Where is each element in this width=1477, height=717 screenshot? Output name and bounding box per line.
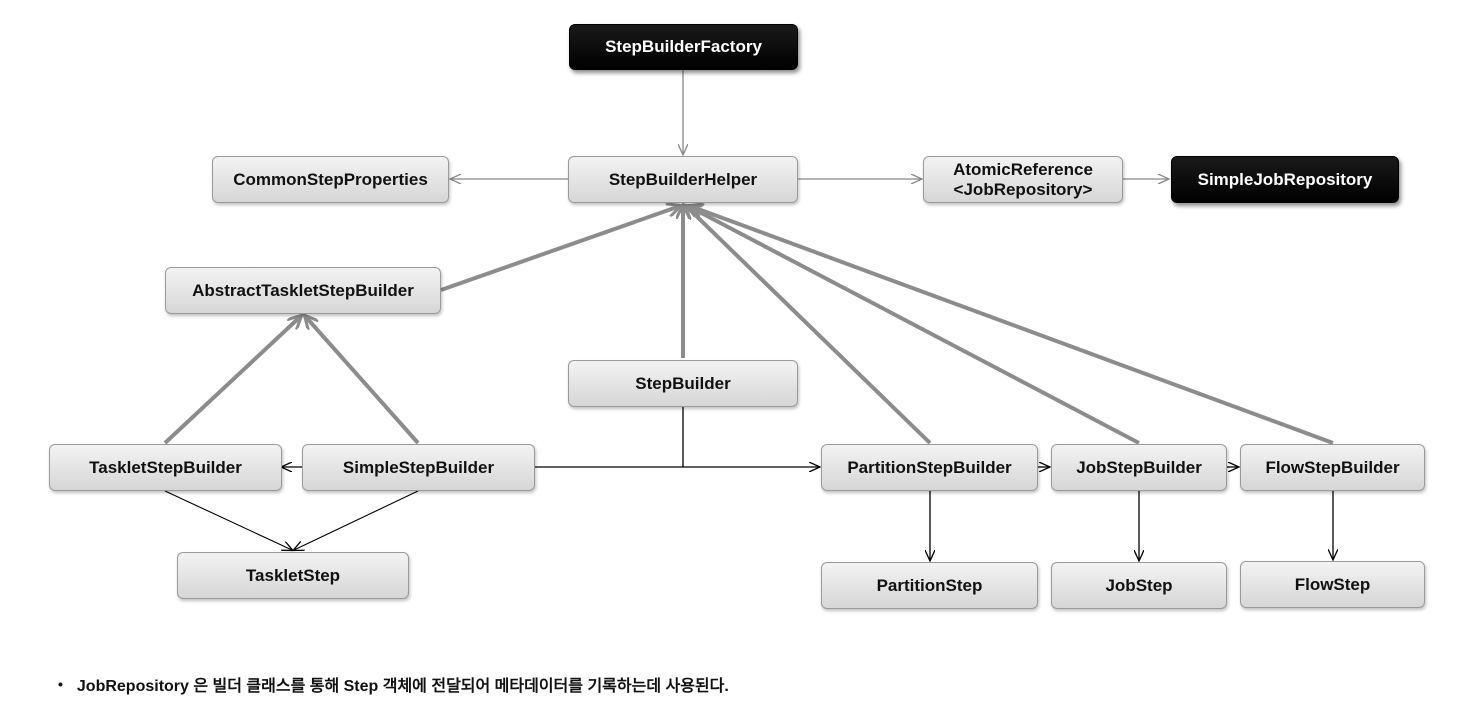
node-label: FlowStep — [1294, 574, 1371, 594]
node-label: AtomicReference <JobRepository> — [953, 159, 1093, 199]
node-job-step: JobStep — [1051, 562, 1227, 609]
edge-tasklet-builder-to-tasklet-step — [164, 490, 292, 550]
node-label: SimpleJobRepository — [1197, 169, 1373, 189]
node-simple-step-builder: SimpleStepBuilder — [302, 444, 535, 491]
node-common-step-properties: CommonStepProperties — [212, 156, 449, 203]
node-label: JobStepBuilder — [1076, 457, 1202, 477]
edge-flow-step-builder-to-helper — [690, 206, 1334, 445]
edge-abstract-tasklet-to-helper — [440, 206, 680, 292]
edge-tasklet-builder-to-abstract — [163, 316, 301, 445]
edge-step-builder-to-partition-builder — [682, 406, 819, 467]
node-label: TaskletStepBuilder — [89, 457, 242, 477]
edge-simple-builder-to-abstract — [305, 316, 420, 445]
node-label: StepBuilderHelper — [608, 169, 758, 189]
node-label: SimpleStepBuilder — [342, 457, 495, 477]
edge-partition-builder-to-helper — [686, 206, 932, 445]
footnote-text: JobRepository 은 빌더 클래스를 통해 Step 객체에 전달되어… — [76, 678, 729, 695]
node-step-builder-helper: StepBuilderHelper — [568, 156, 798, 203]
node-step-builder-factory: StepBuilderFactory — [569, 24, 798, 70]
node-label: TaskletStep — [245, 565, 341, 585]
node-label: PartitionStepBuilder — [847, 457, 1012, 477]
node-job-step-builder: JobStepBuilder — [1051, 444, 1227, 491]
node-step-builder: StepBuilder — [568, 360, 798, 407]
edge-job-step-builder-to-helper — [688, 206, 1140, 445]
footnote: • JobRepository 은 빌더 클래스를 통해 Step 객체에 전달… — [58, 672, 729, 696]
node-label: StepBuilder — [635, 373, 731, 393]
node-label: StepBuilderFactory — [605, 37, 762, 56]
node-label: PartitionStep — [876, 575, 983, 595]
node-label: FlowStepBuilder — [1265, 457, 1400, 477]
edge-simple-builder-to-tasklet-step — [294, 490, 419, 550]
node-partition-step: PartitionStep — [821, 562, 1038, 609]
node-atomic-reference: AtomicReference <JobRepository> — [923, 156, 1123, 203]
node-label: CommonStepProperties — [233, 169, 428, 189]
bullet-icon: • — [58, 676, 63, 692]
node-abstract-tasklet-step-builder: AbstractTaskletStepBuilder — [165, 267, 441, 314]
node-tasklet-step-builder: TaskletStepBuilder — [49, 444, 282, 491]
node-simple-job-repository: SimpleJobRepository — [1171, 156, 1399, 203]
node-label: JobStep — [1105, 575, 1173, 595]
node-tasklet-step: TaskletStep — [177, 552, 409, 599]
node-flow-step: FlowStep — [1240, 561, 1425, 608]
node-label: AbstractTaskletStepBuilder — [192, 280, 414, 300]
node-partition-step-builder: PartitionStepBuilder — [821, 444, 1038, 491]
node-flow-step-builder: FlowStepBuilder — [1240, 444, 1425, 491]
